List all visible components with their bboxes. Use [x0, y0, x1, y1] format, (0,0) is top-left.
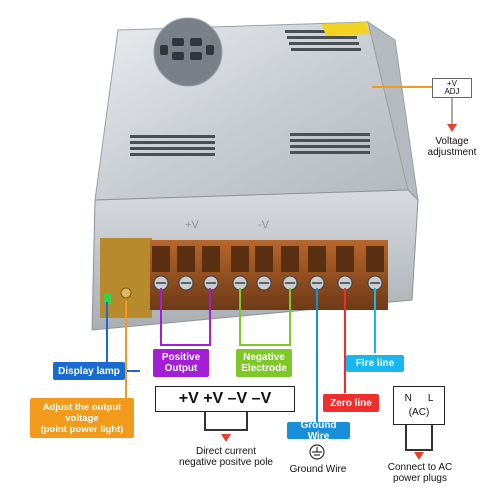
terminal-post: [281, 246, 299, 272]
terminal-post: [202, 246, 220, 272]
terminals-box: +V +V –V –V: [155, 386, 295, 412]
terminal-post: [177, 246, 195, 272]
connect-ac-caption: Connect to AC power plugs: [387, 462, 453, 484]
display-lamp-led: [104, 294, 111, 304]
positive-output-label: Positive Output: [153, 349, 209, 377]
fan-grill: [153, 17, 223, 87]
dc-bracket: [204, 412, 248, 431]
fan-grill-holes: [160, 38, 214, 60]
terminal-post: [152, 246, 170, 272]
case-sticker: [322, 22, 370, 36]
fire-line-label: Fire line: [346, 355, 404, 372]
terminal-post: [366, 246, 384, 272]
arrow-ac: [414, 452, 424, 460]
psu-case: [91, 17, 419, 331]
arrow-adj: [447, 124, 457, 132]
adj-box-line1: +V: [446, 79, 457, 88]
arrow-dc: [221, 434, 231, 442]
negative-connector: [239, 288, 291, 346]
ground-wire-caption: Ground Wire: [289, 464, 347, 475]
terminals-box-text: +V +V –V –V: [178, 390, 272, 407]
case-vents: [130, 30, 370, 156]
positive-connector: [160, 288, 211, 346]
terminal-post: [308, 246, 326, 272]
panel-mark-negative: -V: [258, 219, 270, 231]
ground-wire-label: Ground Wire: [287, 420, 350, 442]
panel-mark-positive: +V: [185, 219, 199, 231]
ac-bracket: [405, 425, 433, 451]
voltage-adjustment-caption: Voltage adjustment: [427, 136, 477, 158]
terminal-post: [336, 246, 354, 272]
terminal-screws: [152, 246, 384, 291]
adj-box-line2: ADJ: [444, 87, 460, 96]
terminal-post: [231, 246, 249, 272]
negative-electrode-label: Negative Electrode: [236, 349, 292, 377]
case-top-face: [94, 21, 409, 201]
ac-box-l: L: [427, 393, 434, 404]
adjust-output-label: Adjust the output voltage (point power l…: [30, 398, 134, 438]
terminal-post: [255, 246, 273, 272]
zero-line-label: Zero line: [323, 394, 379, 412]
adj-box: +V ADJ: [432, 78, 472, 98]
ground-symbol-icon: [309, 444, 325, 460]
direct-current-caption: Direct current negative positve pole: [179, 446, 273, 468]
ac-box-terminals: N L: [405, 393, 434, 404]
arrows: [221, 98, 457, 460]
ac-box: N L (AC): [393, 386, 445, 425]
ac-box-n: N: [404, 393, 412, 404]
adjust-potentiometer: [120, 287, 132, 299]
display-lamp-label: Display lamp: [53, 362, 125, 380]
ac-box-ac: (AC): [408, 407, 430, 418]
